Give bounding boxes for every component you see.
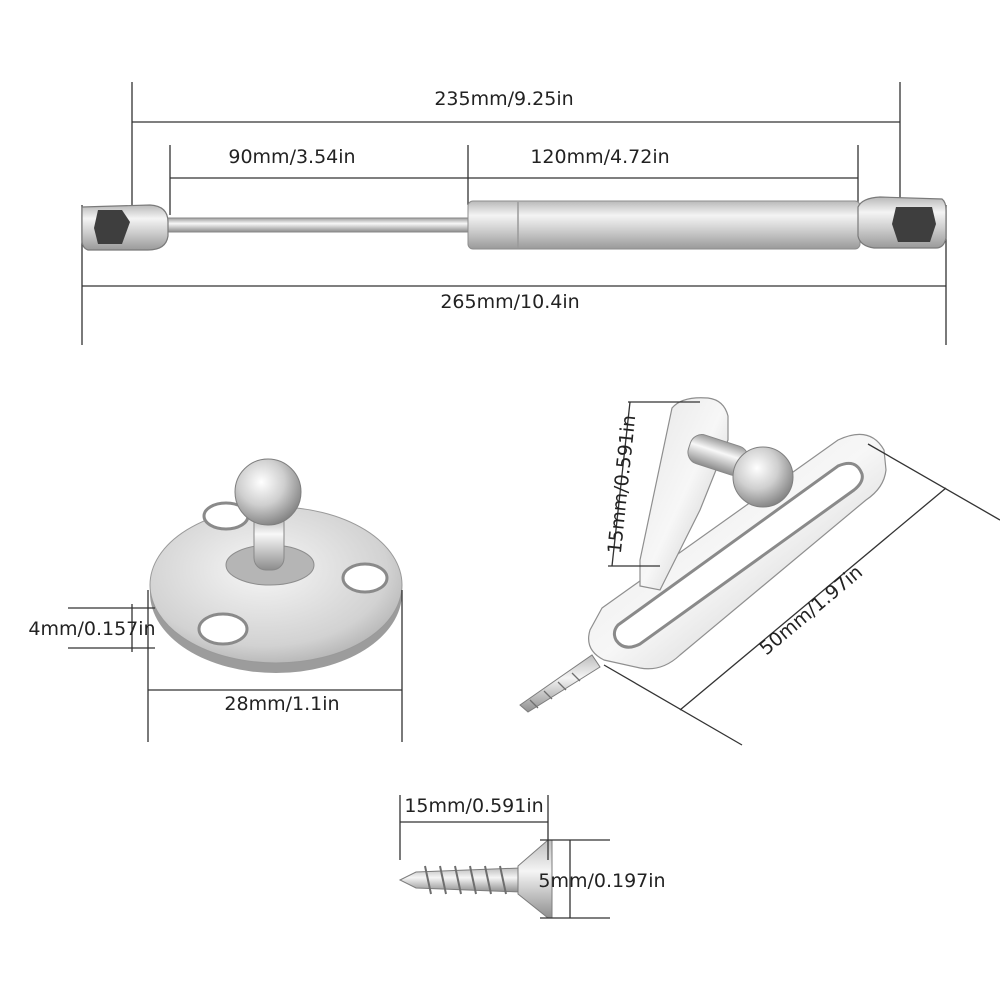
- mounting-hole-right: [341, 562, 389, 594]
- left-end-socket: [94, 210, 130, 244]
- adjustment-slot: [612, 461, 864, 649]
- round-ball-stud-bracket: 4mm/0.157in 28mm/1.1in: [28, 458, 403, 742]
- gas-cylinder: [467, 200, 861, 250]
- label-screw-diameter: 5mm/0.197in: [538, 870, 665, 892]
- label-plate-diameter: 28mm/1.1in: [224, 693, 339, 715]
- countersunk-screw: 15mm/0.591in 5mm/0.197in: [398, 795, 666, 919]
- height-dimension-line: [611, 401, 631, 567]
- label-overall-length: 265mm/10.4in: [440, 291, 579, 313]
- angle-ball-stud-bracket: 15mm/0.591in 50mm/1.97in: [519, 397, 1000, 746]
- label-screw-length: 15mm/0.591in: [404, 795, 543, 817]
- screw-thread: [424, 865, 507, 895]
- mounting-hole-left: [197, 612, 249, 646]
- right-end-socket: [892, 207, 936, 242]
- piston-rod: [159, 217, 473, 233]
- gas-strut: 235mm/9.25in 90mm/3.54in 120mm/4.72in 26…: [81, 82, 947, 345]
- angle-ball-stud: [732, 446, 794, 508]
- label-total-between-mounts: 235mm/9.25in: [434, 88, 573, 110]
- length-extension-bottom: [603, 664, 743, 746]
- ball-stud: [234, 458, 302, 526]
- label-rod-length: 90mm/3.54in: [228, 146, 355, 168]
- bracket-screw-thread: [529, 672, 581, 709]
- label-plate-thickness: 4mm/0.157in: [28, 618, 155, 640]
- label-cylinder-length: 120mm/4.72in: [530, 146, 669, 168]
- length-extension-top: [867, 443, 1000, 521]
- length-dimension-line: [679, 487, 947, 711]
- label-bracket-height: 15mm/0.591in: [604, 414, 640, 555]
